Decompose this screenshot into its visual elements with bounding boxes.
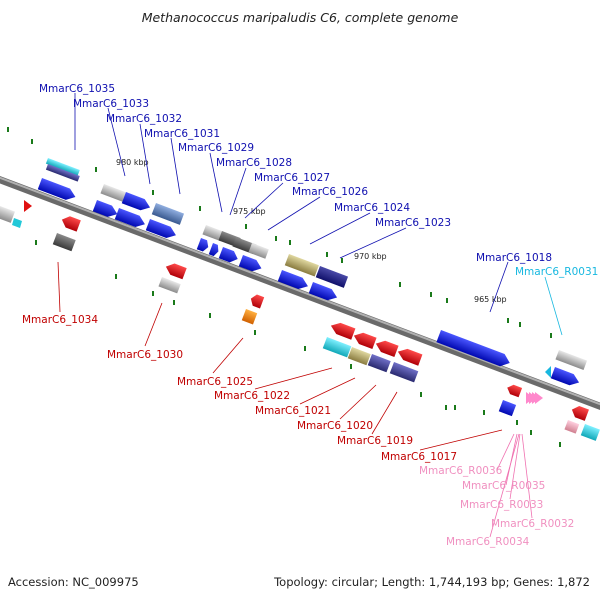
label-mmarc6-r0033[interactable]: MmarC6_R0033 bbox=[460, 499, 543, 511]
reverse-labels bbox=[57, 261, 503, 451]
feature-cds-a[interactable] bbox=[92, 200, 120, 220]
feature-1024[interactable] bbox=[315, 266, 349, 288]
label-mmarc6-r0035[interactable]: MmarC6_R0035 bbox=[462, 480, 545, 492]
feature-rev-e[interactable] bbox=[329, 320, 356, 340]
feature-cds-f[interactable] bbox=[218, 247, 240, 265]
feature-rev-f[interactable] bbox=[352, 330, 377, 350]
label-mmarc6-1020[interactable]: MmarC6_1020 bbox=[297, 420, 373, 432]
accession-text: Accession: NC_009975 bbox=[8, 575, 139, 589]
label-mmarc6-r0034[interactable]: MmarC6_R0034 bbox=[446, 536, 530, 548]
feature-1034[interactable] bbox=[52, 233, 76, 252]
feature-rev-l[interactable] bbox=[580, 423, 600, 441]
feature-1023[interactable] bbox=[308, 282, 339, 303]
label-mmarc6-1022[interactable]: MmarC6_1022 bbox=[214, 390, 290, 402]
topology-text: Topology: circular; Length: 1,744,193 bp… bbox=[274, 575, 590, 589]
label-mmarc6-1032[interactable]: MmarC6_1032 bbox=[106, 113, 182, 125]
feature-1033[interactable] bbox=[100, 183, 127, 202]
rna-label-text: MmarC6_R0036 MmarC6_R0035 MmarC6_R0033 M… bbox=[419, 465, 574, 548]
feature-1019[interactable] bbox=[389, 362, 419, 383]
tick-marks bbox=[7, 127, 561, 447]
map-title: Methanococcus maripaludis C6, complete g… bbox=[141, 10, 459, 25]
feature-1032[interactable] bbox=[121, 192, 152, 213]
feature-1035-cds[interactable] bbox=[37, 178, 78, 203]
label-mmarc6-1033[interactable]: MmarC6_1033 bbox=[73, 98, 149, 110]
feature-1021[interactable] bbox=[347, 346, 371, 366]
label-mmarc6-1024[interactable]: MmarC6_1024 bbox=[334, 202, 410, 214]
feature-rev-d[interactable] bbox=[249, 293, 265, 309]
label-mmarc6-1017[interactable]: MmarC6_1017 bbox=[381, 451, 457, 463]
label-mmarc6-1023[interactable]: MmarC6_1023 bbox=[375, 217, 451, 229]
label-mmarc6-r0032[interactable]: MmarC6_R0032 bbox=[491, 518, 574, 530]
feature-1022[interactable] bbox=[322, 337, 352, 358]
feature-rev-k[interactable] bbox=[564, 419, 580, 434]
feature-rev-i[interactable] bbox=[505, 383, 523, 398]
feature-rev-c[interactable] bbox=[164, 261, 187, 280]
label-mmarc6-1028[interactable]: MmarC6_1028 bbox=[216, 157, 292, 169]
label-mmarc6-1019[interactable]: MmarC6_1019 bbox=[337, 435, 413, 447]
feature-1020[interactable] bbox=[367, 354, 391, 373]
label-mmarc6-r0036[interactable]: MmarC6_R0036 bbox=[419, 465, 503, 477]
feature-rev-a[interactable] bbox=[0, 206, 15, 223]
label-mmarc6-1035[interactable]: MmarC6_1035 bbox=[39, 83, 115, 95]
feature-1030[interactable] bbox=[158, 277, 181, 294]
label-mmarc6-1021[interactable]: MmarC6_1021 bbox=[255, 405, 331, 417]
label-mmarc6-1029[interactable]: MmarC6_1029 bbox=[178, 142, 254, 154]
label-mmarc6-1018[interactable]: MmarC6_1018 bbox=[476, 252, 552, 264]
feature-rev-j[interactable] bbox=[570, 404, 589, 421]
feature-rev-b[interactable] bbox=[60, 214, 81, 232]
scale-label-975: 975 kbp bbox=[233, 207, 266, 216]
forward-labels bbox=[74, 93, 563, 336]
label-mmarc6-1027[interactable]: MmarC6_1027 bbox=[254, 172, 330, 184]
label-mmarc6-1025[interactable]: MmarC6_1025 bbox=[177, 376, 253, 388]
feature-rrna-3[interactable] bbox=[535, 392, 543, 404]
label-mmarc6-r0031[interactable]: MmarC6_R0031 bbox=[515, 266, 598, 278]
reverse-label-text: MmarC6_1034 MmarC6_1030 MmarC6_1025 Mmar… bbox=[22, 314, 457, 463]
feature-rev-h[interactable] bbox=[396, 346, 423, 366]
feature-cds-c[interactable] bbox=[145, 219, 178, 241]
genome-backbone bbox=[0, 176, 600, 410]
feature-rna-marker[interactable] bbox=[545, 366, 551, 378]
forward-label-text: MmarC6_1035 MmarC6_1033 MmarC6_1032 Mmar… bbox=[39, 83, 598, 278]
label-mmarc6-1030[interactable]: MmarC6_1030 bbox=[107, 349, 183, 361]
scale-label-970: 970 kbp bbox=[354, 252, 387, 261]
feature-1029[interactable] bbox=[202, 225, 225, 242]
feature-1031[interactable] bbox=[151, 203, 185, 225]
feature-r0031[interactable] bbox=[555, 350, 588, 370]
scale-label-980: 980 kbp bbox=[116, 158, 149, 167]
feature-cds-b[interactable] bbox=[114, 208, 147, 230]
feature-1026[interactable] bbox=[284, 254, 319, 277]
feature-1027b[interactable] bbox=[248, 242, 269, 259]
feature-rev-triangle[interactable] bbox=[24, 200, 32, 212]
label-mmarc6-1034[interactable]: MmarC6_1034 bbox=[22, 314, 98, 326]
feature-cds-d[interactable] bbox=[196, 238, 211, 253]
scale-label-965: 965 kbp bbox=[474, 295, 507, 304]
feature-rna-1[interactable] bbox=[45, 157, 80, 176]
gene-features[interactable] bbox=[0, 157, 600, 441]
label-mmarc6-1031[interactable]: MmarC6_1031 bbox=[144, 128, 220, 140]
feature-1035[interactable] bbox=[45, 163, 80, 182]
feature-1017[interactable] bbox=[498, 399, 517, 417]
feature-rna-small[interactable] bbox=[12, 218, 22, 228]
feature-1018[interactable] bbox=[436, 330, 512, 369]
feature-cds-e[interactable] bbox=[208, 243, 221, 257]
feature-cds-h[interactable] bbox=[550, 367, 581, 388]
label-mmarc6-1026[interactable]: MmarC6_1026 bbox=[292, 186, 368, 198]
feature-1025[interactable] bbox=[241, 309, 258, 325]
scale-labels: 980 kbp 975 kbp 970 kbp 965 kbp bbox=[116, 158, 507, 304]
rna-labels bbox=[489, 433, 533, 538]
feature-1024-cds[interactable] bbox=[277, 270, 310, 292]
feature-cds-g[interactable] bbox=[238, 255, 264, 274]
feature-rev-g[interactable] bbox=[374, 338, 399, 358]
